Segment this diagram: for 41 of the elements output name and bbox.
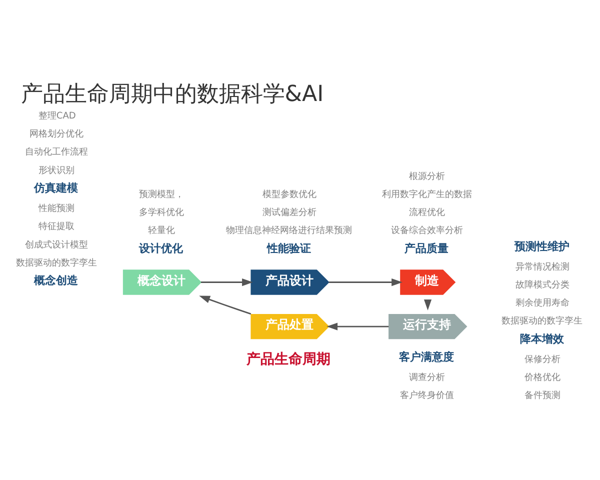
label: 性能验证	[266, 242, 311, 255]
diagram-title: 产品生命周期中的数据科学&AI	[20, 80, 324, 107]
label: 概念创造	[34, 274, 78, 288]
label: 特征提取	[38, 222, 74, 232]
arrow	[326, 322, 389, 330]
label: 自动化工作流程	[24, 148, 88, 158]
label: 数据驱动的数字孪生	[502, 316, 583, 327]
label: 流程优化	[409, 208, 446, 218]
label: 测试偏差分析	[262, 208, 316, 218]
label: 网格划分优化	[29, 130, 84, 140]
label: 物理信息神经网络进行结果预测	[226, 226, 352, 236]
label: 创成式设计模型	[24, 240, 88, 250]
label: 预测模型，	[139, 190, 184, 200]
arrow	[199, 296, 252, 315]
label: 异常情况检测	[515, 262, 570, 272]
label: 客户终身价值	[400, 391, 454, 402]
arrow	[200, 278, 253, 286]
label: 产品生命周期	[246, 351, 331, 368]
label: 根源分析	[409, 172, 446, 182]
label: 数据驱动的数字孪生	[16, 258, 97, 268]
label: 设备综合效率分析	[391, 226, 464, 236]
label: 仿真建模	[34, 182, 78, 195]
label: 预测性维护	[514, 240, 570, 253]
label: 剩余使用寿命	[515, 298, 570, 309]
arrow	[328, 278, 402, 286]
label: 调查分析	[409, 373, 446, 384]
label: 降本增效	[520, 332, 564, 346]
label: 模型参数优化	[262, 190, 316, 200]
label: 故障模式分类	[515, 280, 570, 290]
label: 产品质量	[404, 242, 449, 255]
label: 性能预测	[38, 204, 74, 214]
label: 多学科优化	[139, 208, 184, 218]
label: 形状识别	[38, 166, 74, 176]
label: 整理CAD	[38, 111, 76, 122]
label: 客户满意度	[399, 350, 454, 364]
label: 轻量化	[148, 226, 176, 236]
label: 备件预测	[524, 391, 560, 402]
label: 设计优化	[139, 242, 184, 255]
label: 价格优化	[524, 373, 560, 384]
label: 利用数字化产生的数据	[382, 190, 472, 200]
label: 保修分析	[524, 354, 560, 365]
